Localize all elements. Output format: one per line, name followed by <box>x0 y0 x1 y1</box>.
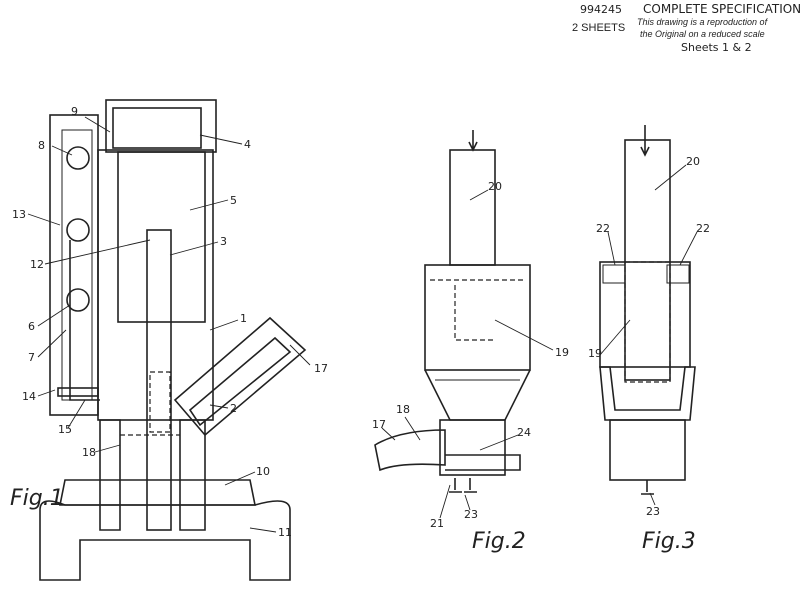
figure-3 <box>600 125 695 494</box>
label-18: 18 <box>82 446 96 459</box>
label-3: 3 <box>220 235 227 248</box>
label-8: 8 <box>38 139 45 152</box>
figure-1-caption: Fig.1 <box>10 486 64 511</box>
label-1: 1 <box>240 312 247 325</box>
figure-2 <box>375 130 530 492</box>
label-22-left: 22 <box>596 222 610 235</box>
label-15: 15 <box>58 423 72 436</box>
label-17: 17 <box>372 418 386 431</box>
label-10: 10 <box>256 465 270 478</box>
label-18: 18 <box>396 403 410 416</box>
label-23: 23 <box>646 505 660 518</box>
label-19: 19 <box>588 347 602 360</box>
label-20: 20 <box>686 155 700 168</box>
label-23: 23 <box>464 508 478 521</box>
label-14: 14 <box>22 390 36 403</box>
label-24: 24 <box>517 426 531 439</box>
leader-lines <box>28 117 697 532</box>
label-2: 2 <box>230 402 237 415</box>
label-21: 21 <box>430 517 444 530</box>
label-5: 5 <box>230 194 237 207</box>
figure-2-caption: Fig.2 <box>472 529 526 554</box>
label-20: 20 <box>488 180 502 193</box>
label-6: 6 <box>28 320 35 333</box>
label-13: 13 <box>12 208 26 221</box>
label-19: 19 <box>555 346 569 359</box>
label-4: 4 <box>244 138 251 151</box>
figure-3-caption: Fig.3 <box>642 529 696 554</box>
label-11: 11 <box>278 526 292 539</box>
label-7: 7 <box>28 351 35 364</box>
label-17: 17 <box>314 362 328 375</box>
figure-1 <box>40 100 305 580</box>
label-22-right: 22 <box>696 222 710 235</box>
label-12: 12 <box>30 258 44 271</box>
label-9: 9 <box>71 105 78 118</box>
